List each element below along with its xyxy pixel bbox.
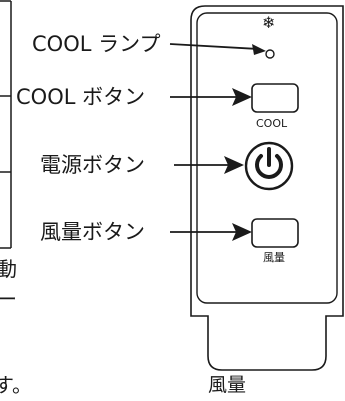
power-button-label: 電源ボタン [40,153,145,177]
cut-off-char-1: 動 [0,257,17,281]
cut-off-char-2: ー [0,287,17,311]
fan-button[interactable] [251,218,299,248]
power-button[interactable] [244,141,294,191]
fan-button-caption: 風量 [263,251,285,264]
cool-button-label: COOL ボタン [16,85,146,109]
cut-off-char-3: す。 [0,373,32,397]
snowflake-icon: ❄ [262,13,276,32]
cool-lamp-label: COOL ランプ [32,32,161,56]
lamp-indicator-icon [265,49,275,59]
cool-button-caption: COOL [256,117,288,130]
power-icon [255,154,283,179]
fan-button-label: 風量ボタン [40,220,145,244]
cool-button[interactable] [251,83,299,113]
bottom-caption: 風量 [208,374,247,396]
left-panel-edge [0,0,12,249]
arrow-icon [169,43,266,241]
